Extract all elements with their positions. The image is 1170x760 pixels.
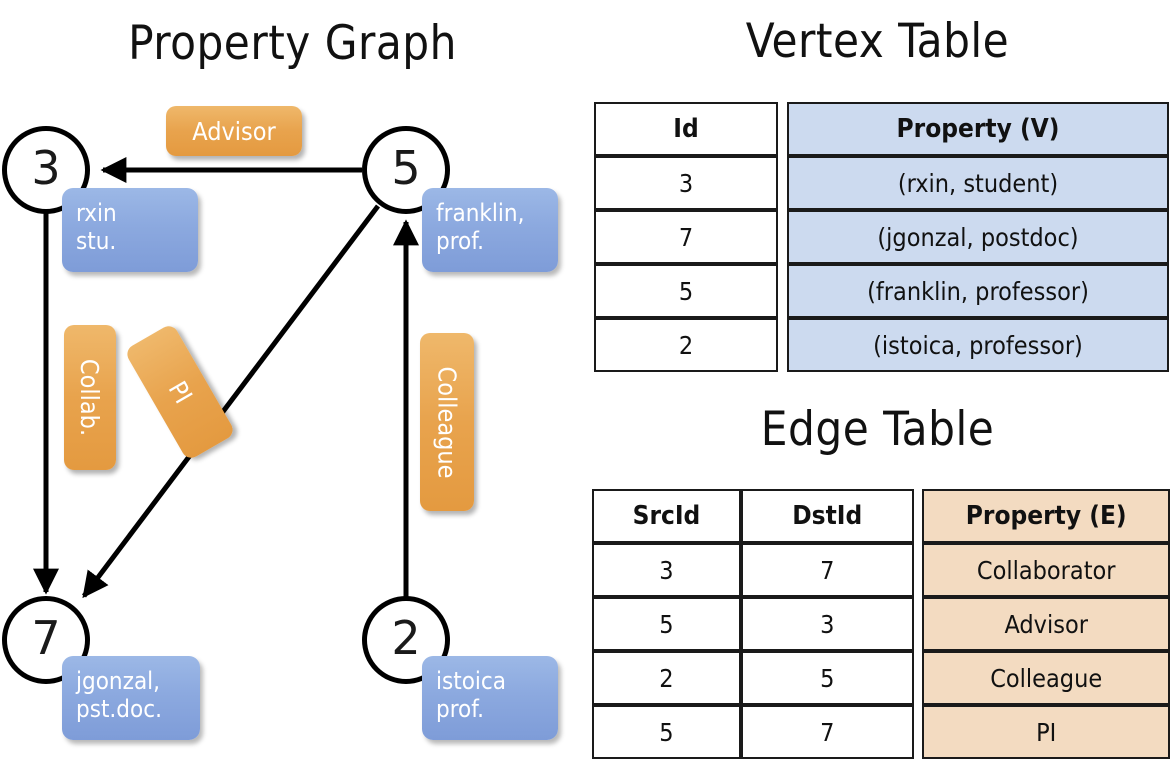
edge-label-advisor: Advisor — [166, 106, 302, 156]
property-graph-diagram: Advisor Collab. PI Colleague 3 rxin stu.… — [2, 106, 558, 740]
edge-table-column-gap — [913, 597, 923, 651]
vertex-node-2-id: 2 — [391, 611, 421, 665]
vertex-node-2[interactable]: 2 — [362, 596, 450, 684]
edge-table-column-gap — [913, 651, 923, 705]
vertex-table-header-row: Id Property (V) — [594, 102, 1169, 156]
vertex-node-5[interactable]: 5 — [362, 126, 450, 214]
edge-table-cell-srcid: 5 — [592, 705, 741, 759]
vertex-table-cell-property: (rxin, student) — [787, 156, 1169, 210]
vertex-property-box-2-line1: istoica — [436, 667, 507, 695]
table-row: 2 5 Colleague — [592, 651, 1170, 705]
vertex-table-column-gap — [778, 102, 787, 156]
vertex-table-column-gap — [778, 156, 787, 210]
edge-table-cell-dstid: 3 — [740, 597, 914, 651]
edge-table-header-srcid: SrcId — [592, 489, 741, 543]
graph-edges-svg — [33, 157, 419, 599]
edge-table-cell-srcid: 5 — [592, 597, 741, 651]
page-title-edge-table: Edge Table — [760, 402, 995, 457]
page-title-vertex-table: Vertex Table — [745, 14, 1010, 69]
edge-label-collab: Collab. — [64, 325, 116, 470]
edge-table-column-gap — [913, 705, 923, 759]
edge-label-advisor-text: Advisor — [192, 116, 276, 146]
edge-table-column-gap — [913, 543, 923, 597]
vertex-property-box-7: jgonzal, pst.doc. — [62, 656, 200, 740]
vertex-table-cell-id: 5 — [594, 264, 778, 318]
vertex-property-box-3-line2: stu. — [76, 227, 117, 256]
edge-table-cell-dstid: 7 — [740, 543, 914, 597]
vertex-property-box-7-line2: pst.doc. — [76, 695, 162, 724]
edge-label-colleague: Colleague — [420, 333, 474, 511]
vertex-property-box-2-line2: prof. — [436, 695, 484, 724]
vertex-property-box-7-line1: jgonzal, — [76, 667, 161, 695]
edge-table-header-row: SrcId DstId Property (E) — [592, 489, 1170, 543]
vertex-table-header-id: Id — [594, 102, 778, 156]
table-row: 7 (jgonzal, postdoc) — [594, 210, 1169, 264]
page-title-property-graph: Property Graph — [128, 16, 457, 71]
vertex-table-header-property: Property (V) — [787, 102, 1169, 156]
vertex-property-box-5-line2: prof. — [436, 227, 484, 256]
vertex-node-5-id: 5 — [391, 141, 421, 195]
edge-table-cell-dstid: 7 — [740, 705, 914, 759]
vertex-property-box-3: rxin stu. — [62, 188, 198, 272]
vertex-node-3-id: 3 — [31, 141, 61, 195]
vertex-property-box-2: istoica prof. — [422, 656, 558, 740]
vertex-property-box-5: franklin, prof. — [422, 188, 558, 272]
table-row: 3 (rxin, student) — [594, 156, 1169, 210]
edge-table-header-dstid: DstId — [740, 489, 914, 543]
vertex-table-cell-property: (istoica, professor) — [787, 318, 1169, 372]
table-row: 2 (istoica, professor) — [594, 318, 1169, 372]
edge-table-cell-property: Collaborator — [922, 543, 1170, 597]
vertex-table-cell-id: 3 — [594, 156, 778, 210]
edge-table-cell-property: Advisor — [922, 597, 1170, 651]
vertex-table-cell-property: (jgonzal, postdoc) — [787, 210, 1169, 264]
table-row: 5 (franklin, professor) — [594, 264, 1169, 318]
edge-table-column-gap — [913, 489, 923, 543]
vertex-property-box-3-line1: rxin — [76, 199, 117, 227]
edge-5-to-7 — [82, 204, 380, 599]
table-row: 3 7 Collaborator — [592, 543, 1170, 597]
table-row: 5 7 PI — [592, 705, 1170, 759]
edge-table-cell-dstid: 5 — [740, 651, 914, 705]
edge-table-cell-srcid: 3 — [592, 543, 741, 597]
vertex-property-box-5-line1: franklin, — [436, 199, 525, 227]
edge-table-cell-property: PI — [922, 705, 1170, 759]
vertex-table-cell-property: (franklin, professor) — [787, 264, 1169, 318]
vertex-table-column-gap — [778, 264, 787, 318]
vertex-table-cell-id: 2 — [594, 318, 778, 372]
edge-table-cell-property: Colleague — [922, 651, 1170, 705]
edge-label-pi-text: PI — [162, 376, 198, 409]
vertex-node-7-id: 7 — [31, 611, 61, 665]
edge-table-header-property: Property (E) — [922, 489, 1170, 543]
vertex-table-column-gap — [778, 210, 787, 264]
vertex-table-column-gap — [778, 318, 787, 372]
vertex-table-cell-id: 7 — [594, 210, 778, 264]
table-row: 5 3 Advisor — [592, 597, 1170, 651]
edge-table-cell-srcid: 2 — [592, 651, 741, 705]
edge-label-colleague-text: Colleague — [432, 366, 462, 478]
edge-table: SrcId DstId Property (E) 3 7 Collaborato… — [592, 489, 1170, 759]
edge-label-collab-text: Collab. — [75, 358, 105, 437]
vertex-table: Id Property (V) 3 (rxin, student) 7 (jgo… — [594, 102, 1169, 372]
